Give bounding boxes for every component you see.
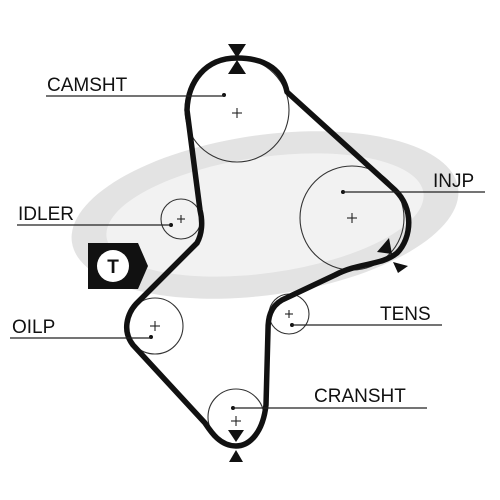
camshaft-leader (46, 95, 225, 97)
oil-pump-label: OILP (12, 317, 55, 338)
injection-pump-timing-mark-b (393, 262, 408, 273)
camshaft-timing-mark-bottom (228, 60, 246, 74)
crankshaft-label: CRANSHT (314, 386, 406, 407)
camshaft-label: CAMSHT (47, 75, 128, 96)
injection-pump-label: INJP (433, 171, 474, 192)
idler-label: IDLER (18, 204, 74, 225)
timing-belt (123, 55, 412, 449)
tensioner-label: TENS (380, 304, 431, 325)
crankshaft-timing-mark-bottom (229, 450, 243, 462)
tensioner-pulley (268, 293, 310, 335)
tensioner-badge: T (88, 243, 148, 289)
crankshaft-timing-mark-top (228, 430, 244, 442)
tensioner-badge-letter: T (107, 257, 119, 278)
camshaft-timing-mark-top (228, 44, 246, 58)
watermark-logo (71, 131, 459, 299)
injection-pump-timing-mark-a (377, 238, 392, 254)
